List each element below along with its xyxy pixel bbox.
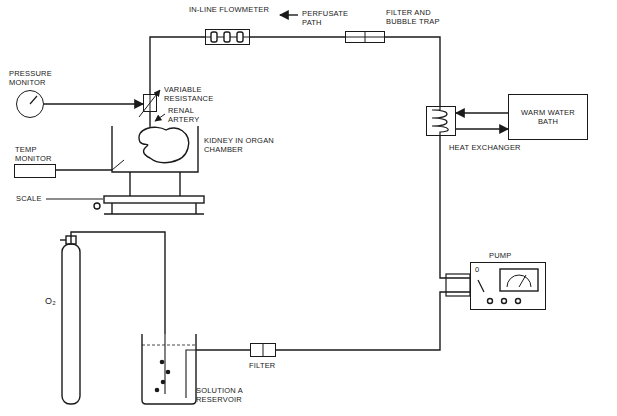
leader-line bbox=[155, 114, 165, 121]
pressure-gauge: PRESSURE MONITOR bbox=[16, 90, 44, 118]
organ-chamber bbox=[112, 126, 198, 172]
scale-drawing bbox=[46, 172, 204, 214]
node-label: WARM WATER BATH bbox=[513, 108, 583, 126]
tube-connector bbox=[149, 112, 150, 126]
heat-exchanger-box: HEAT EXCHANGER bbox=[426, 106, 456, 136]
node-label: PUMP bbox=[489, 251, 529, 260]
node-label: O₂ bbox=[45, 296, 61, 307]
dial-mark: 0 bbox=[475, 265, 485, 274]
node-label: IN-LINE FLOWMETER bbox=[184, 5, 274, 14]
tube-connector bbox=[250, 36, 345, 37]
node-label: KIDNEY IN ORGAN CHAMBER bbox=[204, 136, 276, 154]
gas-cylinder bbox=[60, 236, 80, 404]
temp-probe bbox=[112, 160, 124, 170]
reservoir-beaker bbox=[142, 334, 196, 404]
tube-connector bbox=[56, 169, 112, 170]
tube-connector bbox=[44, 103, 143, 104]
kidney-outline bbox=[139, 127, 189, 162]
pump-drawing bbox=[446, 269, 538, 304]
heat-coil bbox=[432, 106, 448, 136]
trap-mesh bbox=[365, 31, 366, 43]
tube-connector bbox=[196, 349, 250, 350]
oxygen-cylinder: O₂ bbox=[62, 244, 80, 404]
flowmeter-bars bbox=[205, 32, 250, 42]
water-bath-box: WARM WATER BATH bbox=[508, 94, 588, 140]
flow-arrow bbox=[280, 14, 298, 15]
scale-platform: SCALE bbox=[104, 196, 204, 203]
temp-monitor-box: TEMP MONITOR bbox=[14, 164, 56, 178]
tube-connector bbox=[276, 292, 470, 350]
tube-connector bbox=[385, 37, 440, 106]
node-label: FILTER bbox=[249, 361, 289, 370]
node-label: PRESSURE MONITOR bbox=[9, 69, 61, 87]
part-label: RENAL ARTERY bbox=[168, 106, 208, 124]
node-label: SCALE bbox=[16, 194, 56, 203]
tube-connector bbox=[456, 112, 508, 113]
tube-connector bbox=[71, 232, 165, 334]
flowmeter-box: IN-LINE FLOWMETER bbox=[205, 29, 250, 45]
node-label: TEMP MONITOR bbox=[15, 145, 55, 163]
node-label: SOLUTION A RESERVOIR bbox=[196, 386, 252, 404]
node-label: HEAT EXCHANGER bbox=[449, 143, 529, 152]
tube-connector bbox=[456, 128, 508, 129]
organ-chamber: KIDNEY IN ORGAN CHAMBER bbox=[112, 126, 198, 172]
flow-label: PERFUSATE PATH bbox=[302, 9, 354, 27]
resistance-box: VARIABLE RESISTANCE bbox=[143, 94, 157, 112]
bubble-trap-box: FILTER AND BUBBLE TRAP bbox=[345, 31, 385, 43]
node-label: VARIABLE RESISTANCE bbox=[164, 85, 224, 103]
node-label: FILTER AND BUBBLE TRAP bbox=[386, 8, 448, 26]
pump-box: PUMP bbox=[470, 262, 546, 310]
filter-mesh bbox=[263, 343, 264, 357]
gauge-needle bbox=[30, 96, 37, 104]
tube-connector bbox=[440, 136, 470, 278]
filter-box: FILTER bbox=[250, 343, 276, 357]
reservoir: SOLUTION A RESERVOIR bbox=[142, 334, 196, 404]
